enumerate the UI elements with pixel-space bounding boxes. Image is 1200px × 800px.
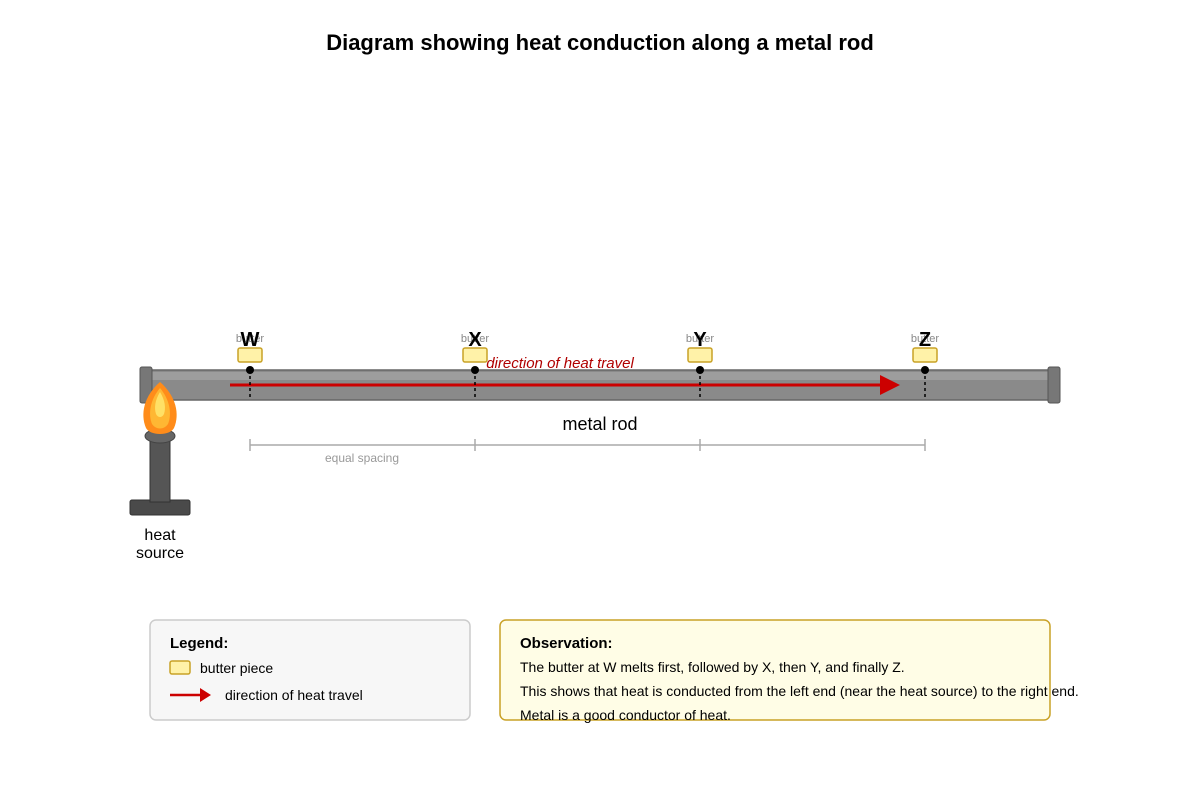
observation-line-2: This shows that heat is conducted from t… [520, 683, 1079, 699]
point-y: butter Y [686, 329, 714, 400]
point-z: butter Z [911, 329, 939, 400]
butter-label: butter [236, 333, 264, 345]
heat-direction-arrowhead [880, 375, 900, 395]
rod-right-cap [1047, 366, 1061, 404]
rod-highlight [145, 372, 1055, 380]
legend-box: Legend: butter piece direction of heat t… [149, 619, 471, 721]
flame-core-icon [155, 392, 165, 417]
point-label: W [241, 329, 260, 351]
heat-direction-label: direction of heat travel [486, 355, 634, 372]
point-dot [246, 366, 254, 374]
point-x: butter X [461, 329, 489, 400]
butter-piece [462, 347, 488, 363]
observation-box: Observation: The butter at W melts first… [499, 619, 1079, 723]
butter-label: butter [686, 333, 714, 345]
burner-stem [149, 437, 171, 503]
rod-label: metal rod [562, 414, 637, 434]
point-label: Z [919, 329, 931, 351]
observation-frame [499, 619, 1051, 721]
point-w: butter W [236, 329, 264, 400]
heat-source-label-line2: source [136, 545, 184, 562]
butter-piece [912, 347, 938, 363]
legend-frame [149, 619, 471, 721]
observation-line-3: Metal is a good conductor of heat. [520, 707, 731, 723]
legend-arrowhead-icon [200, 688, 211, 702]
point-dot [471, 366, 479, 374]
point-dot [921, 366, 929, 374]
point-dot [696, 366, 704, 374]
equal-spacing-scale: equal spacing [249, 439, 926, 465]
point-label: X [468, 329, 482, 351]
butter-label: butter [911, 333, 939, 345]
spacing-label: equal spacing [325, 451, 399, 465]
butter-piece [687, 347, 713, 363]
heat-source-label-line1: heat [144, 527, 176, 544]
legend-arrow-label: direction of heat travel [225, 687, 363, 703]
observation-heading: Observation: [520, 635, 613, 652]
butter-label: butter [461, 333, 489, 345]
diagram-title: Diagram showing heat conduction along a … [326, 30, 874, 55]
legend-heading: Legend: [170, 635, 228, 652]
legend-butter-label: butter piece [200, 660, 273, 676]
heat-source: heat source [129, 382, 191, 562]
butter-piece [237, 347, 263, 363]
point-label: Y [693, 329, 707, 351]
observation-line-1: The butter at W melts first, followed by… [520, 659, 905, 675]
legend-butter-swatch [169, 660, 191, 675]
